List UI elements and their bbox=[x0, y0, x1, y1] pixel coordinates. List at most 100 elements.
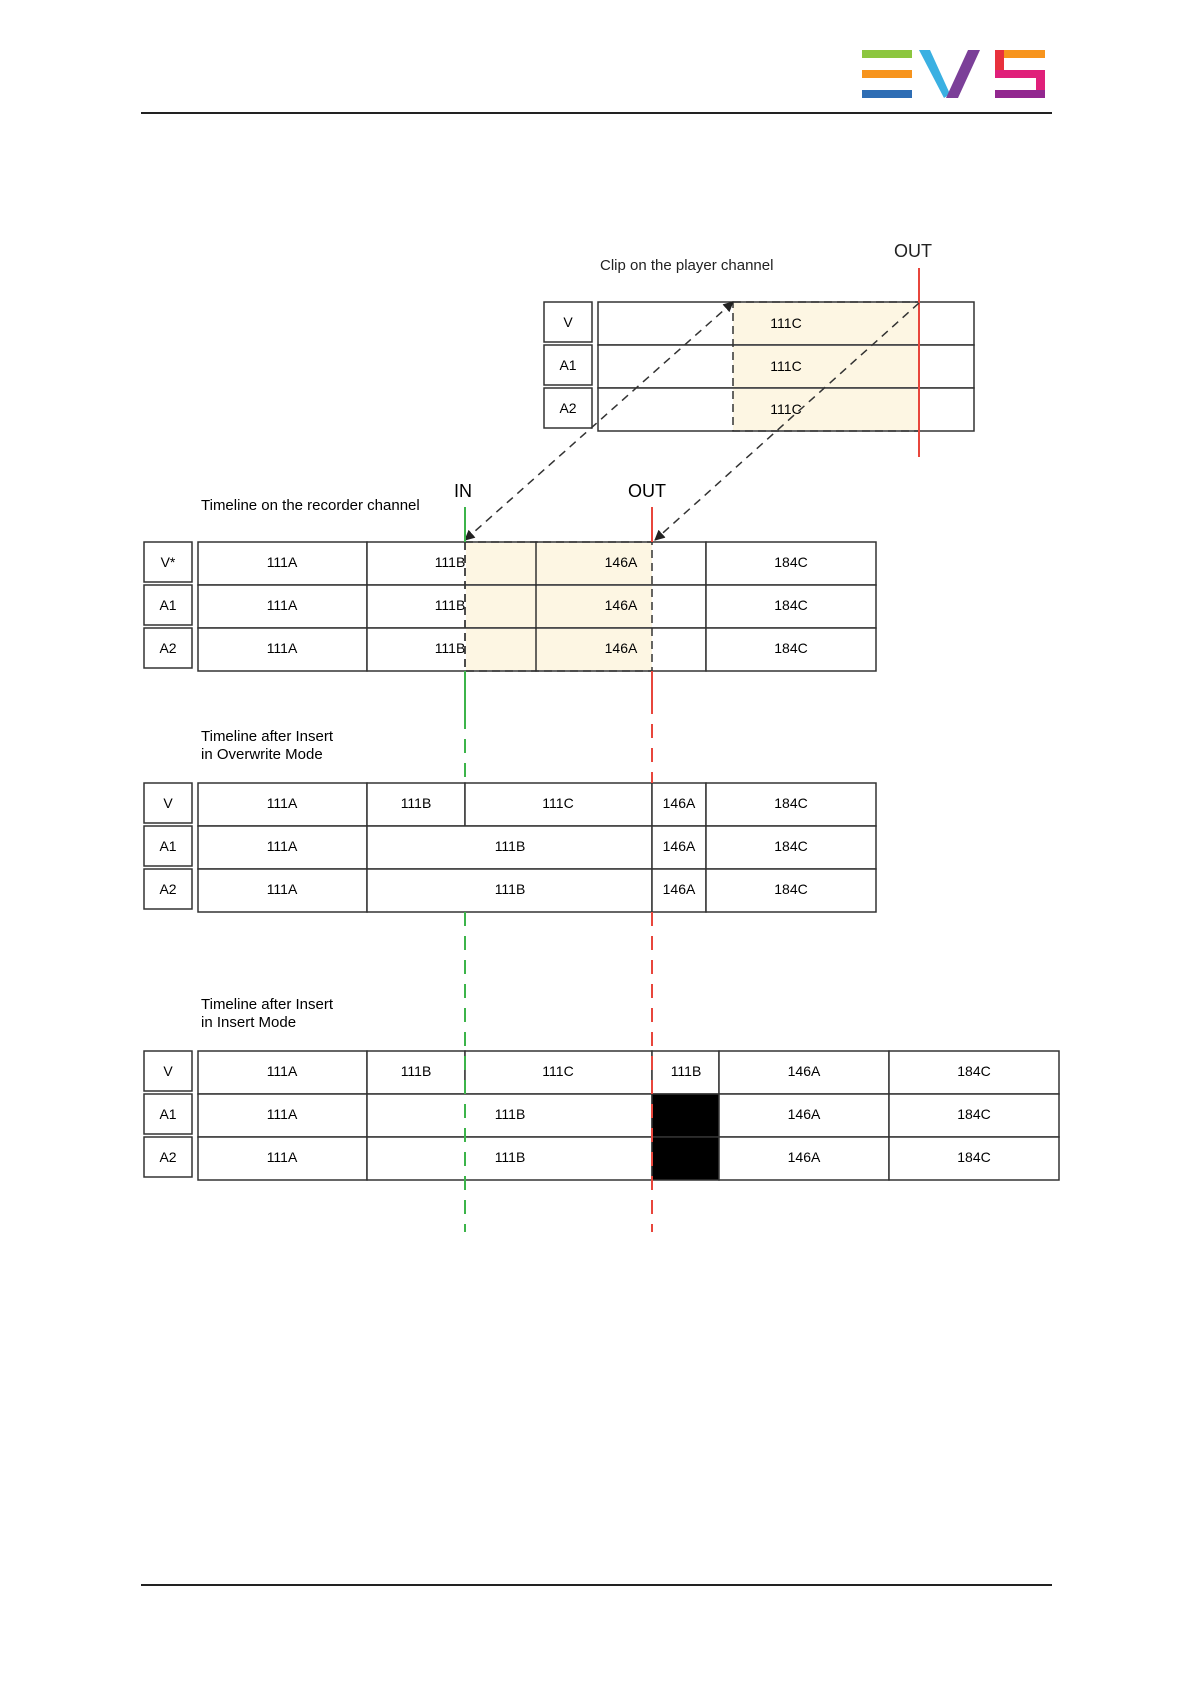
player-clip-name: 111C bbox=[770, 401, 801, 417]
player-track-label: V bbox=[563, 314, 573, 330]
player-caption: Clip on the player channel bbox=[600, 257, 773, 274]
overwrite-row-a1: A1 111A 111B 146A 184C bbox=[143, 825, 877, 870]
logo-s-bottom-bar bbox=[995, 90, 1045, 98]
timeline-cell-label: 111C bbox=[542, 1063, 573, 1079]
timeline-cell-label: 111B bbox=[495, 881, 526, 897]
logo-s-right-post bbox=[1036, 70, 1045, 98]
timeline-cell-label: 111B bbox=[495, 1106, 526, 1122]
recorder-row-v: V* 111A 111B 146A 184C bbox=[143, 541, 877, 586]
timeline-cell-label: 111B bbox=[495, 1149, 526, 1165]
player-row-a1: A1 111C bbox=[543, 344, 975, 389]
player-out-label: OUT bbox=[894, 241, 932, 261]
evs-logo bbox=[862, 50, 1045, 98]
timeline-cell bbox=[705, 627, 877, 672]
insert-row-a2: A2 111A 111B 146A 184C bbox=[143, 1136, 1060, 1181]
timeline-cell bbox=[197, 541, 368, 586]
timeline-cell bbox=[197, 868, 368, 913]
timeline-cell bbox=[366, 1136, 653, 1181]
timeline-cell-label: 111B bbox=[435, 554, 466, 570]
recorder-track-label: A1 bbox=[159, 597, 176, 613]
timeline-cell-label: 184C bbox=[774, 881, 807, 897]
timeline-cell-label: 146A bbox=[663, 881, 696, 897]
in-projection-arrow bbox=[464, 301, 734, 541]
timeline-cell-label: 111C bbox=[542, 795, 573, 811]
timeline-cell-label: 146A bbox=[788, 1063, 821, 1079]
overwrite-caption-line2: in Overwrite Mode bbox=[201, 746, 323, 763]
player-track-label: A1 bbox=[559, 357, 576, 373]
player-clip-selection bbox=[733, 346, 918, 387]
logo-e-middle-bar bbox=[862, 70, 912, 78]
timeline-cell-label: 111A bbox=[267, 838, 298, 854]
insert-track-label-box bbox=[143, 1050, 193, 1092]
timeline-cell-label: 184C bbox=[957, 1106, 990, 1122]
insert-row-v: V 111A 111B 111C 111B 146A 184C bbox=[143, 1050, 1060, 1095]
timeline-cell-label: 184C bbox=[774, 640, 807, 656]
timeline-cell bbox=[718, 1050, 890, 1095]
timeline-cell bbox=[718, 1093, 890, 1138]
timeline-cell bbox=[366, 868, 653, 913]
timeline-cell bbox=[888, 1093, 1060, 1138]
insert-row-a1: A1 111A 111B 146A 184C bbox=[143, 1093, 1060, 1138]
timeline-cell bbox=[366, 1050, 466, 1095]
overwrite-track-label: V bbox=[163, 795, 173, 811]
timeline-cell bbox=[197, 782, 368, 827]
insert-track-label: V bbox=[163, 1063, 173, 1079]
logo-s-left-post bbox=[995, 50, 1004, 78]
timeline-cell-label: 184C bbox=[774, 554, 807, 570]
recorder-in-label: IN bbox=[454, 481, 472, 501]
logo-s-top-bar bbox=[995, 50, 1045, 58]
recorder-track-label-box bbox=[143, 584, 193, 626]
timeline-cell-label: 184C bbox=[957, 1063, 990, 1079]
out-projection-arrow bbox=[654, 302, 920, 541]
overwrite-track-label-box bbox=[143, 868, 193, 910]
timeline-cell-label: 111A bbox=[267, 881, 298, 897]
timeline-cell-label: 111B bbox=[401, 1063, 432, 1079]
recorder-selection-fill bbox=[466, 586, 652, 627]
timeline-cell-label: 184C bbox=[774, 838, 807, 854]
overwrite-track-label: A1 bbox=[159, 838, 176, 854]
logo-s-middle-bar bbox=[995, 70, 1045, 78]
player-row-v: V 111C bbox=[543, 301, 975, 346]
timeline-cell-label: 146A bbox=[605, 640, 638, 656]
timeline-cell bbox=[888, 1136, 1060, 1181]
timeline-cell-label: 146A bbox=[605, 554, 638, 570]
logo-e-top-bar bbox=[862, 50, 912, 58]
timeline-cell bbox=[651, 782, 707, 827]
timeline-cell-label: 111A bbox=[267, 640, 298, 656]
timeline-cell-label: 111B bbox=[671, 1063, 702, 1079]
timeline-cell-label: 184C bbox=[957, 1149, 990, 1165]
footer-rule bbox=[141, 1584, 1052, 1586]
timeline-cell-label: 111B bbox=[435, 597, 466, 613]
timeline-cell-label: 146A bbox=[788, 1149, 821, 1165]
recorder-selection-outline bbox=[464, 541, 653, 672]
timeline-cell-label: 146A bbox=[788, 1106, 821, 1122]
logo-e-bottom-bar bbox=[862, 90, 912, 98]
timeline-cell bbox=[197, 1136, 368, 1181]
recorder-track-label-box bbox=[143, 541, 193, 583]
timeline-cell-label: 111A bbox=[267, 1149, 298, 1165]
timeline-cell-label: 184C bbox=[774, 597, 807, 613]
timeline-cell bbox=[651, 1050, 720, 1095]
timeline-cell-label: 111B bbox=[435, 640, 466, 656]
insert-track-label: A1 bbox=[159, 1106, 176, 1122]
timeline-cell-label: 146A bbox=[663, 795, 696, 811]
timeline-cell bbox=[888, 1050, 1060, 1095]
player-clip-selection bbox=[733, 389, 918, 430]
recorder-track-label-box bbox=[143, 627, 193, 669]
timeline-cell bbox=[197, 1093, 368, 1138]
recorder-out-label: OUT bbox=[628, 481, 666, 501]
timeline-cell bbox=[705, 868, 877, 913]
insert-caption-line2: in Insert Mode bbox=[201, 1014, 296, 1031]
black-filler bbox=[651, 1093, 720, 1138]
timeline-cell bbox=[705, 584, 877, 629]
recorder-track-label: A2 bbox=[159, 640, 176, 656]
recorder-track-label: V* bbox=[161, 554, 176, 570]
overwrite-track-label-box bbox=[143, 825, 193, 867]
timeline-cell bbox=[705, 825, 877, 870]
insert-track-label-box bbox=[143, 1136, 193, 1178]
recorder-row-a2: A2 111A 111B 146A 184C bbox=[143, 627, 877, 672]
insert-track-label-box bbox=[143, 1093, 193, 1135]
timeline-cell-label: 184C bbox=[774, 795, 807, 811]
insert-caption-line1: Timeline after Insert bbox=[201, 996, 334, 1013]
